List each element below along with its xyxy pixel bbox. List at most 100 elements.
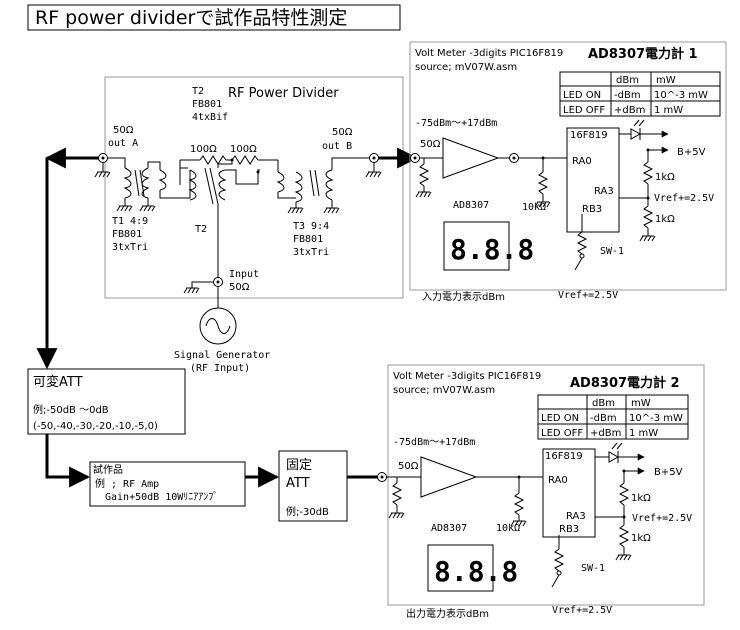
meter2-led-table: dBm mW LED ON -dBm 10^-3 mW LED OFF +dBm… bbox=[537, 394, 689, 440]
transformer-t1 bbox=[116, 161, 174, 212]
svg-text:RA0: RA0 bbox=[548, 475, 568, 486]
svg-text:mW: mW bbox=[631, 398, 651, 409]
meter2-amplifier bbox=[420, 456, 478, 498]
att-var-line1: 例;-50dB ～0dB bbox=[33, 403, 109, 416]
meter1-display: 8.8.8 bbox=[443, 221, 534, 271]
meter2-input-connector bbox=[377, 472, 387, 482]
svg-text:RB3: RB3 bbox=[582, 204, 602, 215]
svg-text:10^-3 mW: 10^-3 mW bbox=[654, 90, 708, 101]
svg-text:1 mW: 1 mW bbox=[629, 428, 658, 439]
dut-line1: 例 ; RF Amp bbox=[95, 477, 159, 490]
resistor-r1 bbox=[180, 155, 232, 165]
meter2-header: Volt Meter -3digits PIC16F819 bbox=[393, 371, 541, 382]
signal-path bbox=[36, 147, 419, 488]
ground-icon bbox=[365, 171, 382, 178]
meter2-r10k: 10kΩ bbox=[496, 523, 520, 534]
meter1-r1k-a: 1kΩ bbox=[655, 172, 675, 183]
dut-line2: Gain+50dB 10Wﾘﾆｱｱﾝﾌﾟ bbox=[105, 491, 218, 503]
resistor-r2-label: 100Ω bbox=[230, 144, 257, 155]
t3-label-3: 3txTri bbox=[293, 247, 329, 258]
svg-text:RA3: RA3 bbox=[594, 186, 614, 197]
meter1-led-table: dBm mW LED ON -dBm 10^-3 mW LED OFF +dBm… bbox=[559, 71, 721, 117]
svg-text:16F819: 16F819 bbox=[570, 130, 608, 141]
meter1-mcu bbox=[566, 127, 620, 233]
meter1-vplus: B+5V bbox=[677, 147, 706, 158]
meter1-amp-label: AD8307 bbox=[453, 200, 489, 211]
meter1-digits: 8.8.8 bbox=[450, 233, 534, 266]
resistor-r1-label: 100Ω bbox=[190, 144, 217, 155]
meter1-input-connector bbox=[410, 153, 420, 163]
svg-text:+dBm: +dBm bbox=[614, 105, 645, 116]
meter2-amp-label: AD8307 bbox=[431, 523, 467, 534]
svg-text:16F819: 16F819 bbox=[545, 451, 583, 462]
meter1-r10k: 10kΩ bbox=[522, 202, 546, 213]
svg-text:mW: mW bbox=[656, 75, 676, 86]
transformer-t3 bbox=[276, 157, 370, 214]
meter2-vplus: B+5V bbox=[654, 467, 683, 478]
t2-label-1: T2 bbox=[192, 86, 204, 97]
svg-text:+dBm: +dBm bbox=[590, 428, 621, 439]
meter2-vref: Vref+=2.5V bbox=[632, 513, 692, 524]
resistor-r2 bbox=[231, 155, 278, 165]
meter2-digits: 8.8.8 bbox=[434, 555, 518, 588]
fixed-attenuator: 固定 ATT 例;-30dB bbox=[278, 450, 348, 522]
att-fix-title2: ATT bbox=[286, 476, 310, 491]
power-divider: RF Power Divider T2 FB801 4txBif 50Ω out… bbox=[94, 76, 404, 299]
meter1-amplifier bbox=[442, 137, 500, 179]
divider-title: RF Power Divider bbox=[228, 86, 339, 101]
t1-label-3: 3txTri bbox=[112, 242, 148, 253]
meter1-caption: 入力電力表示dBm bbox=[422, 290, 505, 303]
att-var-line2: (-50,-40,-30,-20,-10,-5,0) bbox=[33, 421, 158, 432]
input-label: Input bbox=[229, 269, 259, 280]
svg-text:LED OFF: LED OFF bbox=[541, 428, 583, 439]
signal-generator-label: Signal Generator bbox=[174, 350, 270, 361]
port-b-label: out B bbox=[322, 141, 352, 152]
port-b-impedance: 50Ω bbox=[332, 127, 353, 138]
t1-label-1: T1 4:9 bbox=[112, 216, 148, 227]
t2-label-3: 4txBif bbox=[192, 112, 228, 123]
meter2-r1k-b: 1kΩ bbox=[631, 533, 651, 544]
att-fix-line1: 例;-30dB bbox=[286, 505, 329, 518]
t2-small-label: T2 bbox=[195, 224, 207, 235]
meter2-r1k-a: 1kΩ bbox=[631, 493, 651, 504]
att-fix-title: 固定 bbox=[286, 458, 312, 473]
svg-text:LED OFF: LED OFF bbox=[563, 105, 605, 116]
meter2-caption: 出力電力表示dBm bbox=[406, 607, 489, 620]
title-box: RF power dividerで試作品特性測定 bbox=[27, 4, 401, 31]
meter1-vref: Vref+=2.5V bbox=[654, 193, 714, 204]
svg-text:-dBm: -dBm bbox=[614, 90, 641, 101]
svg-text:dBm: dBm bbox=[592, 398, 615, 409]
port-a-connector bbox=[98, 153, 108, 163]
meter2-display: 8.8.8 bbox=[427, 544, 518, 592]
port-a-label: out A bbox=[108, 138, 138, 149]
svg-text:dBm: dBm bbox=[616, 75, 639, 86]
svg-text:RB3: RB3 bbox=[559, 524, 579, 535]
sine-wave-icon bbox=[205, 318, 231, 334]
power-meter-1: Volt Meter -3digits PIC16F819 AD8307電力計 … bbox=[409, 41, 727, 303]
meter2-title: AD8307電力計 2 bbox=[570, 375, 680, 391]
t1-label-2: FB801 bbox=[112, 229, 142, 240]
port-a-impedance: 50Ω bbox=[113, 125, 134, 136]
meter2-source: source; mV07W.asm bbox=[393, 385, 495, 396]
svg-text:-dBm: -dBm bbox=[590, 413, 617, 424]
t2-label-2: FB801 bbox=[192, 99, 222, 110]
input-connector bbox=[213, 277, 223, 287]
meter1-r1k-b: 1kΩ bbox=[655, 214, 675, 225]
svg-text:LED ON: LED ON bbox=[541, 413, 579, 424]
ground-icon bbox=[94, 171, 111, 178]
att-var-title: 可変ATT bbox=[33, 374, 83, 390]
meter2-vref-bottom: Vref+=2.5V bbox=[552, 605, 612, 616]
meter2-input-r: 50Ω bbox=[398, 461, 419, 472]
svg-text:LED ON: LED ON bbox=[563, 90, 601, 101]
svg-text:10^-3 mW: 10^-3 mW bbox=[629, 413, 683, 424]
meter1-source: source; mV07W.asm bbox=[415, 62, 517, 73]
meter1-range: -75dBm～+17dBm bbox=[415, 118, 497, 129]
svg-text:RA0: RA0 bbox=[572, 156, 592, 167]
transformer-t2: T2 bbox=[174, 160, 260, 282]
input-impedance: 50Ω bbox=[229, 282, 250, 293]
dut-title: 試作品 bbox=[93, 463, 123, 476]
meter2-mcu bbox=[542, 448, 596, 538]
svg-text:1 mW: 1 mW bbox=[654, 105, 683, 116]
signal-generator: Signal Generator (RF Input) bbox=[174, 287, 270, 374]
